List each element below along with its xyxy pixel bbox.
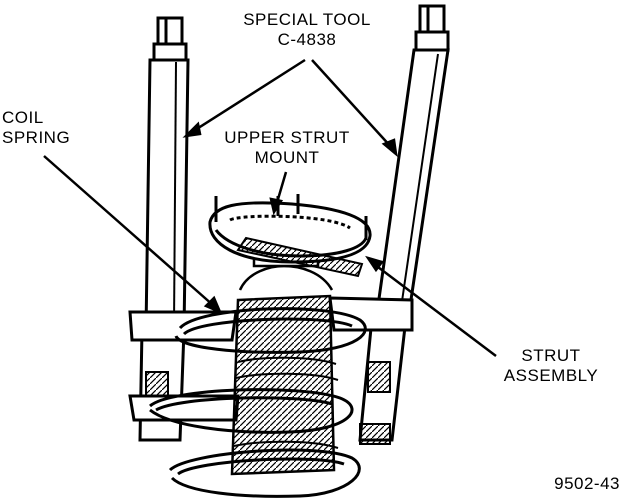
upper-strut-mount-label-line-1: UPPER STRUT: [224, 128, 350, 147]
special-tool-label: SPECIAL TOOL C-4838: [222, 10, 392, 50]
upper-strut-mount-graphic: [208, 194, 372, 278]
strut-assembly-label-line-2: ASSEMBLY: [503, 366, 599, 385]
strut-assembly-label: STRUT ASSEMBLY: [486, 346, 616, 386]
coil-spring-label-line-2: SPRING: [2, 128, 71, 147]
coil-spring-graphic: [149, 307, 367, 498]
special-tool-label-line-1: SPECIAL TOOL: [243, 10, 371, 29]
strut-body: [230, 250, 336, 476]
leader-lines: [43, 58, 497, 357]
coil-spring-label: COIL SPRING: [2, 108, 90, 148]
left-tool-rod: [138, 16, 190, 442]
strut-assembly-label-line-1: STRUT: [521, 346, 581, 365]
upper-strut-mount-label: UPPER STRUT MOUNT: [222, 128, 352, 168]
figure-number: 9502-43: [554, 474, 620, 493]
special-tool-label-line-2: C-4838: [277, 30, 337, 49]
coil-spring-label-line-1: COIL: [2, 108, 44, 127]
right-tool-rod: [358, 4, 450, 445]
upper-strut-mount-label-line-2: MOUNT: [254, 148, 320, 167]
